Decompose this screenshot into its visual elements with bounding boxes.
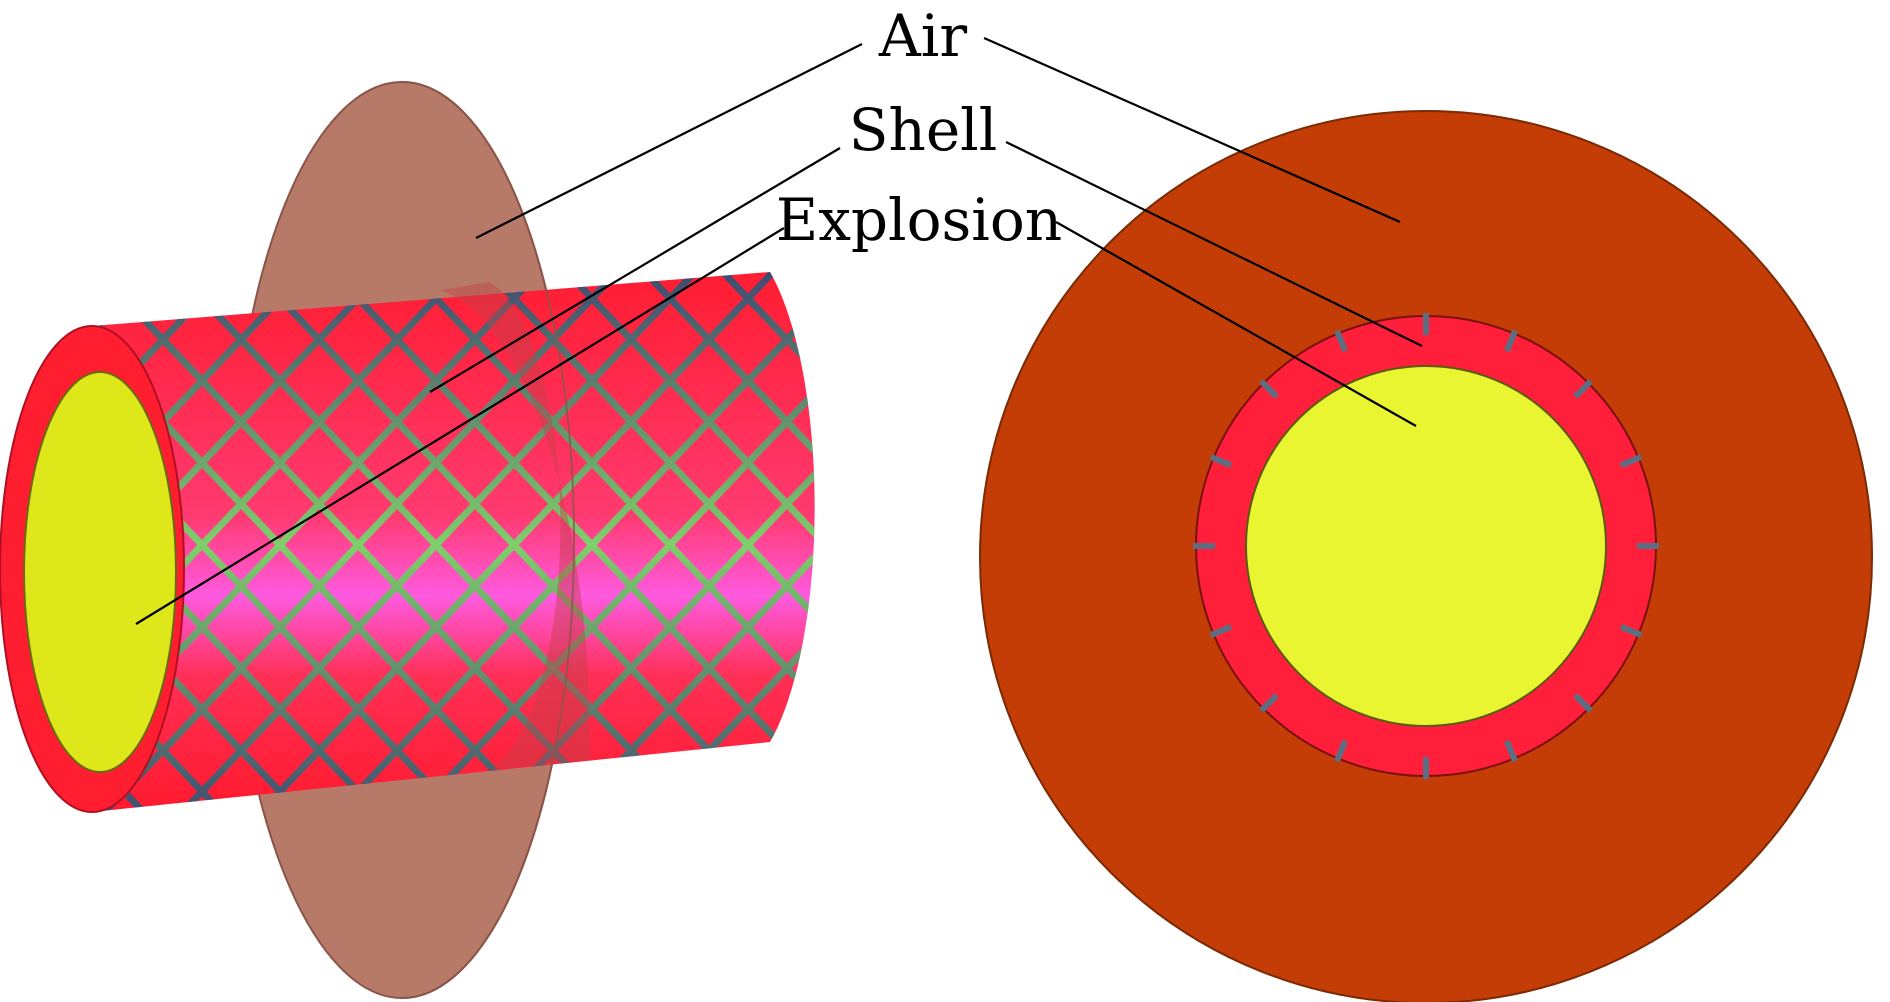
grid-line [92,272,641,812]
air-leader-right [983,36,1401,224]
shell-notch [1209,623,1233,638]
explosion-core [1245,365,1607,727]
shell-notch [1423,313,1429,335]
grid-line [231,272,797,812]
air-leader-left [475,43,863,239]
shell-notch [1619,454,1643,469]
shell-notch [1259,379,1279,399]
shell-notch [1423,757,1429,779]
shell-leader-right [1005,141,1423,347]
shell-cylinder-body [92,272,815,812]
shell-notch [1573,693,1593,713]
shell-notch [1503,329,1518,353]
shell-notch [1637,543,1659,549]
grid-line [92,272,485,812]
air-disc-rim [401,81,576,999]
cross-section-view [979,110,1873,1002]
shell-notch [1334,329,1349,353]
grid-line [153,272,719,812]
shell-notch [1193,543,1215,549]
label-shell: Shell [849,96,998,164]
grid-line [92,272,251,812]
grid-line [309,272,815,812]
grid-line [543,272,815,812]
shell-notch [1334,739,1349,763]
grid-line [92,272,329,812]
grid-line [465,272,815,812]
label-air: Air [878,2,967,70]
shell-leader-left [429,147,841,393]
explosion-leader-right [1055,221,1417,427]
explosion-end-face [23,371,177,773]
shell-notch [1503,739,1518,763]
shell-notch [1573,379,1593,399]
shell-notch [1209,454,1233,469]
grid-line [543,272,815,812]
shell-notches [1193,313,1659,779]
grid-line [621,272,815,812]
label-explosion: Explosion [776,186,1062,254]
grid-line [621,272,815,812]
shell-notch [1259,693,1279,713]
grid-line [92,272,329,812]
grid-line [387,272,815,812]
leader-lines [135,36,1423,625]
explosion-leader-left [135,227,785,625]
grid-line [699,272,815,812]
air-disc-overlay [440,282,591,770]
shell-notch [1619,623,1643,638]
shell-3d-model [0,81,815,999]
